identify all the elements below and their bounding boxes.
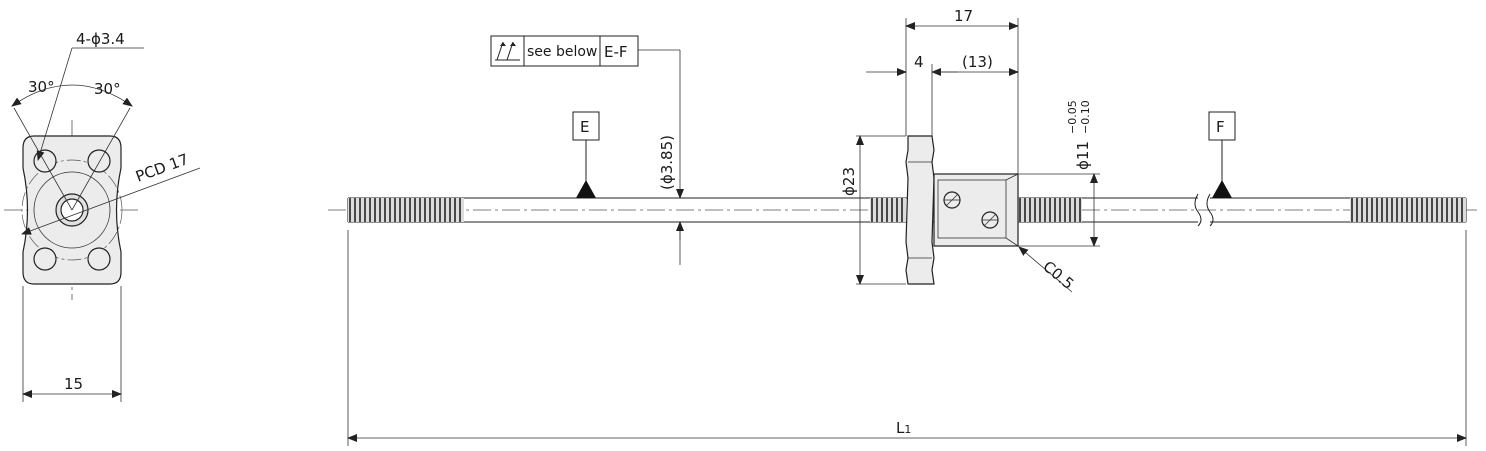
nut-chamfer-bottom: [1005, 237, 1019, 247]
pcd-circle: [21, 159, 123, 261]
mounting-hole: [33, 247, 57, 271]
tolerance-datum: E-F: [604, 43, 628, 61]
total-runout-icon: [495, 41, 520, 61]
overall-length-main: L: [896, 419, 905, 437]
angle-extension-left: [13, 107, 73, 211]
overall-length-subscript: 1: [904, 423, 911, 436]
set-screw-slot: [983, 213, 997, 227]
shaft-break-right: [1206, 193, 1214, 227]
datum-e: E: [572, 111, 600, 198]
mounting-hole: [33, 149, 57, 173]
overall-length-label: L1: [896, 419, 911, 437]
thread-section-right: [1350, 198, 1466, 222]
datum-e-label: E: [580, 118, 589, 136]
datum-e-triangle: [576, 180, 596, 198]
end-view: 4-ϕ3.4 30° 30° PCD 17 15: [4, 30, 201, 402]
thread-section-left: [348, 198, 464, 222]
datum-f-triangle: [1212, 180, 1232, 198]
shaft-break-left: [1194, 193, 1202, 227]
nut-flange-side: [905, 135, 935, 285]
mounting-hole: [87, 247, 111, 271]
tolerance-note: see below: [527, 44, 597, 60]
flange-width-label: 4: [914, 53, 924, 71]
nut-body-circle: [33, 171, 111, 249]
side-view: see below E-F (ϕ3.85) E F ϕ23: [328, 7, 1480, 446]
set-screw-slot: [945, 193, 959, 207]
angle-extension-right: [71, 107, 131, 211]
chamfer-leader: [1018, 246, 1073, 293]
nut-body-label: (13): [962, 53, 993, 71]
nut-dia-tol-lower: −0.10: [1079, 100, 1092, 134]
nut-dia-tol-upper: −0.05: [1066, 100, 1079, 134]
angle-left-label: 30°: [28, 78, 55, 96]
hole-callout-label: 4-ϕ3.4: [76, 30, 125, 48]
nut-dia-label: ϕ11: [1074, 141, 1092, 170]
thread-section-after-nut: [1018, 198, 1082, 222]
nut-length-label: 17: [954, 7, 973, 25]
width-label: 15: [64, 375, 83, 393]
datum-f: F: [1208, 111, 1236, 198]
thread-section-near-flange: [870, 198, 906, 222]
nut-body-recess: [937, 179, 1007, 239]
flange-dia-label: ϕ23: [840, 167, 858, 196]
angle-dimension-arc: [11, 84, 133, 107]
tolerance-frame: see below E-F: [490, 35, 684, 199]
shaft-dia-label: (ϕ3.85): [658, 135, 676, 190]
nut-body-side: [933, 173, 1019, 247]
mounting-hole: [87, 149, 111, 173]
angle-right-label: 30°: [94, 80, 121, 98]
chamfer-label: C0.5: [1039, 257, 1077, 293]
datum-f-label: F: [1216, 118, 1225, 136]
nut-chamfer-top: [1005, 173, 1019, 181]
pcd-leader: [21, 167, 201, 235]
pcd-label: PCD 17: [133, 150, 191, 186]
